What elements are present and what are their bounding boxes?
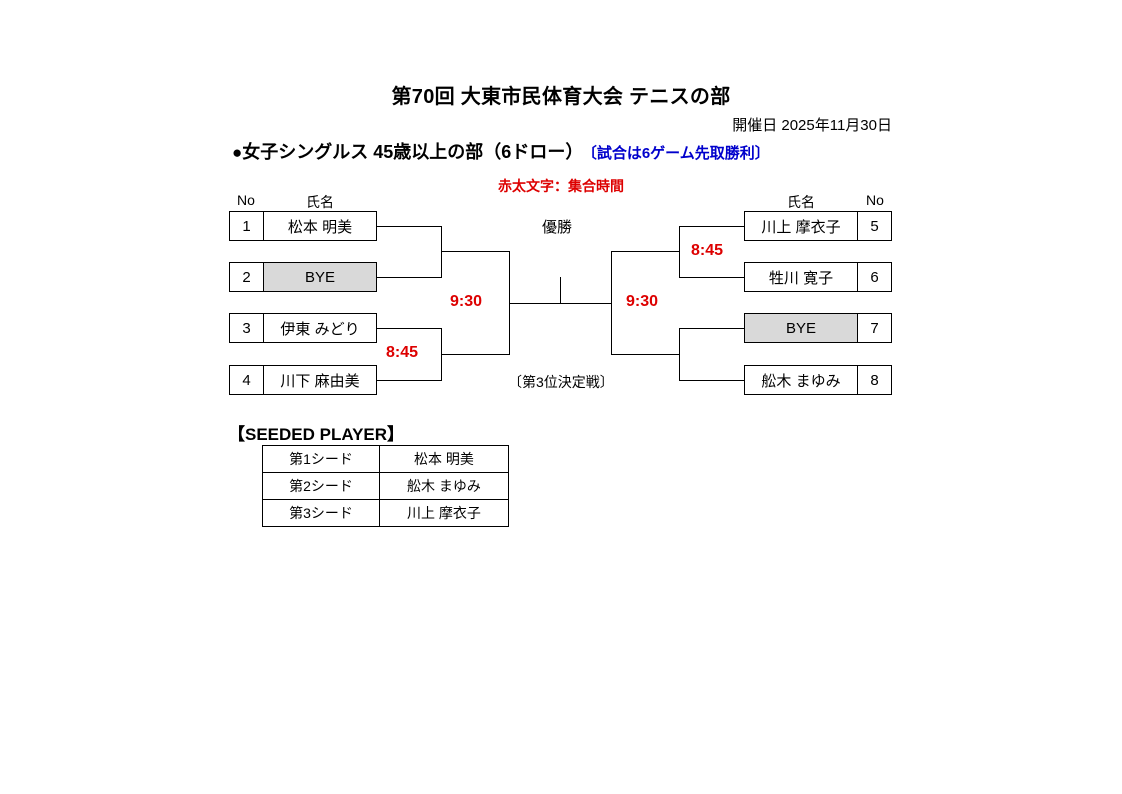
seed-name-1: 松本 明美 (379, 445, 509, 473)
match-time-left-semifinal: 9:30 (450, 293, 483, 310)
bracket-line-r1-top (679, 226, 744, 227)
match-time-right-r1: 8:45 (691, 242, 724, 259)
page-title: 第70回 大東市民体育大会 テニスの部 (391, 86, 731, 108)
player-box-6[interactable]: 牲川 寛子 6 (744, 262, 892, 292)
champion-label: 優勝 (542, 219, 573, 236)
player-no-7: 7 (857, 314, 891, 342)
bracket-line-l1-bottom (377, 277, 442, 278)
bracket-line-champion-tick (560, 277, 561, 304)
bracket-line-l-semi-top (441, 251, 510, 252)
player-box-1[interactable]: 1 松本 明美 (229, 211, 377, 241)
seed-name-2: 舩木 まゆみ (379, 472, 509, 500)
bracket-line-r2-top (679, 328, 744, 329)
right-col-header-no: No (866, 192, 884, 208)
player-no-8: 8 (857, 366, 891, 394)
category-heading: ●女子シングルス 45歳以上の部（6ドロー） 〔試合は6ゲーム先取勝利〕 (232, 138, 770, 164)
table-row: 第3シード 川上 摩衣子 (262, 499, 509, 527)
table-row: 第1シード 松本 明美 (262, 445, 509, 473)
seed-name-3: 川上 摩衣子 (379, 499, 509, 527)
player-no-3: 3 (230, 314, 264, 342)
player-box-8[interactable]: 舩木 まゆみ 8 (744, 365, 892, 395)
match-rule-note: 〔試合は6ゲーム先取勝利〕 (589, 145, 770, 162)
bracket-line-r1-bottom (679, 277, 744, 278)
left-col-header-no: No (237, 192, 255, 208)
seeded-player-heading: 【SEEDED PLAYER】 (228, 425, 405, 444)
bracket-line-l2-top (377, 328, 442, 329)
bracket-line-l2-bottom (377, 380, 442, 381)
player-box-7[interactable]: BYE 7 (744, 313, 892, 343)
player-no-4: 4 (230, 366, 264, 394)
player-name-5: 川上 摩衣子 (761, 218, 841, 236)
player-name-4: 川下 麻由美 (280, 372, 360, 390)
third-place-match-label: 〔第3位決定戦〕 (508, 374, 614, 390)
bracket-line-l1-vertical (441, 226, 442, 278)
player-name-7: BYE (745, 314, 857, 342)
match-time-right-semifinal: 9:30 (626, 293, 659, 310)
player-box-3[interactable]: 3 伊東 みどり (229, 313, 377, 343)
player-name-2: BYE (264, 263, 376, 291)
player-name-3: 伊東 みどり (280, 320, 360, 338)
red-text-legend: 赤太文字：集合時間 (498, 178, 624, 194)
category-label: 女子シングルス 45歳以上の部（6ドロー） (242, 142, 584, 162)
seeded-player-table: 第1シード 松本 明美 第2シード 舩木 まゆみ 第3シード 川上 摩衣子 (262, 445, 509, 527)
match-time-left-r1: 8:45 (386, 344, 419, 361)
bracket-line-r-semi-top (611, 251, 680, 252)
bullet-icon: ● (232, 143, 243, 162)
player-no-5: 5 (857, 212, 891, 240)
event-date: 開催日 2025年11月30日 (732, 117, 892, 134)
right-col-header-name: 氏名 (787, 194, 815, 210)
bracket-line-r2-bottom (679, 380, 744, 381)
seed-rank-1: 第1シード (262, 445, 380, 473)
player-name-6: 牲川 寛子 (768, 269, 834, 287)
table-row: 第2シード 舩木 まゆみ (262, 472, 509, 500)
player-box-4[interactable]: 4 川下 麻由美 (229, 365, 377, 395)
player-name-8: 舩木 まゆみ (761, 372, 841, 390)
player-no-2: 2 (230, 263, 264, 291)
seed-rank-2: 第2シード (262, 472, 380, 500)
player-no-6: 6 (857, 263, 891, 291)
player-box-2[interactable]: 2 BYE (229, 262, 377, 292)
seed-rank-3: 第3シード (262, 499, 380, 527)
bracket-line-l1-top (377, 226, 442, 227)
player-box-5[interactable]: 川上 摩衣子 5 (744, 211, 892, 241)
bracket-line-l-semi-bottom (441, 354, 510, 355)
bracket-line-r-semi-bottom (611, 354, 680, 355)
player-no-1: 1 (230, 212, 264, 240)
bracket-line-r1-vertical (679, 226, 680, 278)
left-col-header-name: 氏名 (306, 194, 334, 210)
player-name-1: 松本 明美 (287, 218, 353, 236)
